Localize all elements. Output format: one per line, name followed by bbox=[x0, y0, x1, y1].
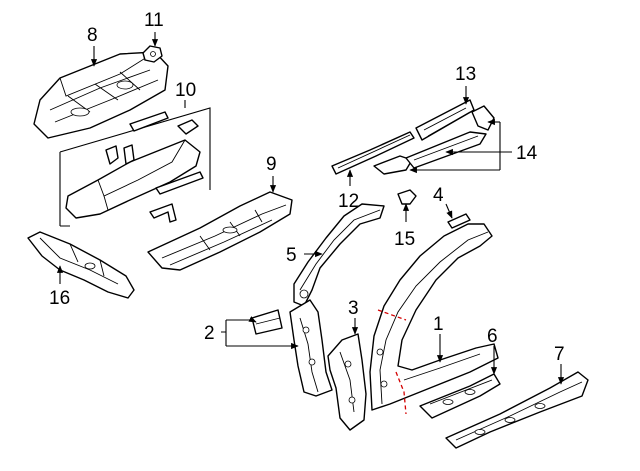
part-13-rail-reinforcement[interactable] bbox=[415, 99, 475, 141]
part-16-dash-panel[interactable] bbox=[27, 231, 135, 299]
part-6-rocker-reinforcement[interactable] bbox=[419, 373, 501, 419]
part-8-rear-floor-pan[interactable] bbox=[33, 51, 169, 139]
callout-5: 5 bbox=[286, 245, 297, 266]
part-3-inner-panel[interactable] bbox=[327, 333, 367, 431]
callout-3: 3 bbox=[348, 298, 359, 319]
callout-16: 16 bbox=[49, 288, 70, 309]
part-12-rail-strip[interactable] bbox=[331, 131, 415, 175]
callout-15: 15 bbox=[394, 229, 415, 250]
part-7-rocker-panel[interactable] bbox=[445, 371, 589, 449]
callout-11: 11 bbox=[144, 10, 164, 31]
callout-8: 8 bbox=[87, 25, 98, 46]
leader-lines bbox=[56, 32, 565, 385]
cut-line-markers bbox=[377, 309, 407, 415]
callout-4: 4 bbox=[433, 185, 444, 206]
part-4-bracket[interactable] bbox=[447, 213, 471, 229]
part-15-clip[interactable] bbox=[397, 189, 417, 205]
part-9-front-floor-pan[interactable] bbox=[147, 191, 293, 271]
part-2-hinge-pillar[interactable] bbox=[251, 299, 333, 397]
callout-14: 14 bbox=[516, 143, 538, 164]
callout-7: 7 bbox=[554, 344, 565, 365]
part-10-rear-floor-assembly[interactable] bbox=[59, 107, 211, 227]
callout-1: 1 bbox=[433, 314, 444, 335]
part-11-small-bracket[interactable] bbox=[142, 45, 163, 63]
part-1-body-side[interactable] bbox=[369, 223, 499, 411]
callout-12: 12 bbox=[338, 191, 359, 212]
callout-2: 2 bbox=[204, 323, 215, 344]
callout-13: 13 bbox=[455, 64, 476, 85]
part-5-pillar-reinforcement[interactable] bbox=[293, 203, 385, 307]
callout-6: 6 bbox=[487, 326, 498, 347]
callout-9: 9 bbox=[266, 154, 277, 175]
callout-10: 10 bbox=[175, 80, 196, 101]
